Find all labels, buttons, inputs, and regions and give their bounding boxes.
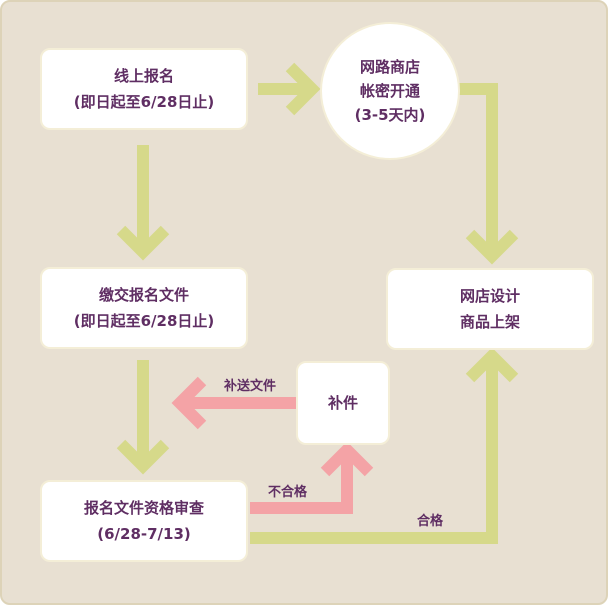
- step-design-listing: 网店设计 商品上架: [386, 268, 594, 350]
- arrow-supplement-to-left: [171, 376, 296, 430]
- label-qualified: 合格: [417, 514, 444, 529]
- label-send-supplement: 补送文件: [224, 379, 277, 394]
- step-account-open: 网路商店 帐密开通 (3-5天内): [320, 22, 460, 160]
- step-submit-docs: 缴交报名文件 (即日起至6/28日止): [40, 267, 248, 349]
- step-review-title: 报名文件资格审查: [83, 499, 204, 517]
- step-review-date: (6/28-7/13): [97, 525, 191, 543]
- step-design-line1: 网店设计: [459, 287, 520, 305]
- arrow-review-to-design: [250, 347, 519, 544]
- step-register-online: 线上报名 (即日起至6/28日止): [40, 48, 248, 130]
- arrow-submit-to-review: [116, 360, 170, 475]
- arrow-review-to-supplement: [250, 441, 374, 514]
- arrow-register-to-account: [258, 62, 321, 116]
- step-supplement: 补件: [296, 361, 390, 445]
- arrow-account-to-design: [458, 83, 519, 265]
- step-design-line2: 商品上架: [459, 313, 520, 331]
- arrow-register-to-submit: [116, 145, 170, 261]
- step-submit-docs-title: 缴交报名文件: [98, 286, 189, 304]
- step-account-line2: 帐密开通: [359, 82, 420, 100]
- label-not-qualified: 不合格: [268, 485, 308, 500]
- step-register-online-title: 线上报名: [113, 67, 174, 85]
- step-submit-docs-date: (即日起至6/28日止): [73, 312, 215, 330]
- step-register-online-date: (即日起至6/28日止): [73, 93, 215, 111]
- step-account-line1: 网路商店: [359, 58, 420, 76]
- step-supplement-title: 补件: [327, 394, 358, 412]
- step-account-line3: (3-5天内): [354, 106, 426, 124]
- step-review: 报名文件资格审查 (6/28-7/13): [40, 480, 248, 562]
